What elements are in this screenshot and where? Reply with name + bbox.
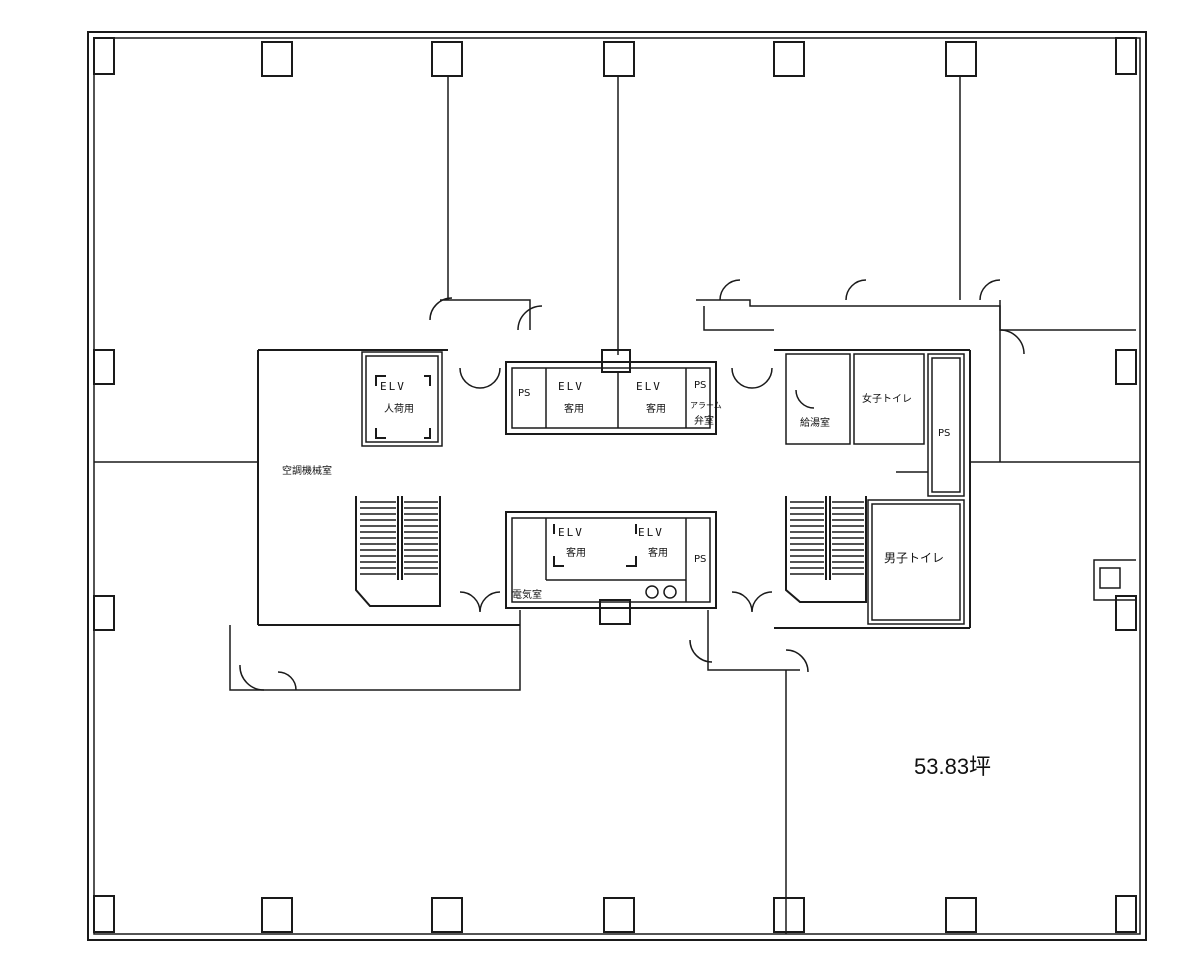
columns (93, 37, 1137, 933)
elevator-1-code: ELV (558, 380, 584, 393)
north-elevator-bank: PS ELV 客用 ELV 客用 PS アラーム 弁室 (505, 349, 722, 435)
west-stairs (355, 496, 441, 607)
outer-wall (87, 31, 1147, 941)
east-core-rooms: 給湯室 女子トイレ PS 男子トイレ (785, 353, 965, 625)
freight-elevator-code: ELV (380, 380, 406, 393)
pipe-symbol (663, 585, 677, 599)
elevator-4-use: 客用 (648, 546, 668, 559)
core (229, 299, 1136, 691)
kyuto-label: 給湯室 (800, 416, 830, 429)
east-shaft (1093, 559, 1136, 601)
elevator-2-use: 客用 (646, 402, 666, 415)
elevator-4-code: ELV (638, 526, 664, 539)
ps-label-4: PS (938, 428, 950, 439)
electrical-room-label: 電気室 (512, 588, 542, 601)
freight-elevator-use: 人荷用 (384, 403, 414, 415)
pipe-symbol (645, 585, 659, 599)
south-elevator-bank: ELV 客用 ELV 客用 PS 電気室 (505, 511, 717, 625)
doors (239, 279, 1025, 691)
elevator-3-code: ELV (558, 526, 584, 539)
ps-label-3: PS (694, 554, 706, 565)
freight-elevator: ELV 人荷用 (361, 351, 443, 447)
ps-label-2: PS (694, 380, 706, 391)
ps-label-1: PS (518, 388, 530, 399)
area-label: 53.83坪 (914, 754, 991, 779)
hvac-room-label: 空調機械室 (282, 464, 332, 477)
partitions (94, 76, 1140, 934)
stair-treads (790, 501, 864, 575)
elevator-3-use: 客用 (566, 546, 586, 559)
womens-toilet-label: 女子トイレ (862, 392, 912, 405)
elevator-2-code: ELV (636, 380, 662, 393)
elevator-1-use: 客用 (564, 402, 584, 415)
alarm-valve-label-2: 弁室 (694, 414, 714, 427)
mens-toilet-label: 男子トイレ (884, 551, 944, 565)
east-stairs (785, 496, 867, 603)
stair-treads (360, 501, 438, 575)
alarm-valve-label-1: アラーム (690, 401, 722, 410)
